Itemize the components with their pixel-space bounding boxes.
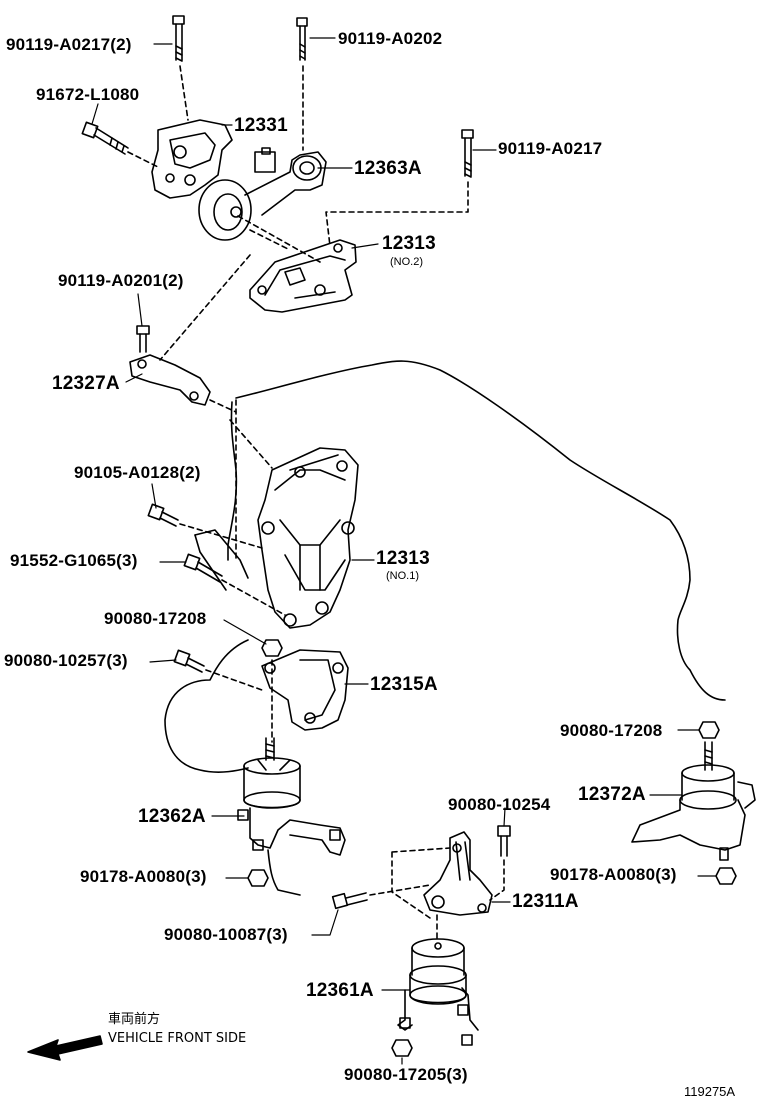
part-label-90119-a0217: 90119-A0217 [498, 139, 603, 158]
part-label-90178-a0080-3-right: 90178-A0080(3) [550, 865, 677, 884]
bracket-12313-no1 [257, 447, 359, 629]
mount-12362a [237, 737, 346, 856]
mount-12361a [397, 938, 479, 1046]
bolt-91672 [81, 121, 129, 155]
part-label-12313-no1-sub: (NO.1) [386, 570, 419, 582]
part-label-12311a: 12311A [512, 891, 579, 912]
nut-90178-left [247, 869, 269, 887]
figure-id: 119275A [684, 1084, 736, 1099]
vehicle-front-arrow [27, 1035, 103, 1061]
part-label-90119-a0202: 90119-A0202 [338, 29, 443, 48]
part-label-12362a: 12362A [138, 806, 206, 827]
part-label-90178-a0080-3-left: 90178-A0080(3) [80, 867, 207, 886]
bolt-91552 [183, 553, 223, 583]
bolt-top-left [172, 15, 185, 62]
nut-90080-17205 [391, 1039, 413, 1057]
bolt-90080-10254 [497, 825, 511, 857]
part-label-90080-17208-right: 90080-17208 [560, 721, 663, 740]
part-label-90080-17208-left: 90080-17208 [104, 609, 207, 628]
transmission-outline [164, 639, 301, 896]
part-label-12313-no1: 12313 [376, 548, 430, 569]
part-label-91672-l1080: 91672-L1080 [36, 85, 140, 104]
part-label-91552-g1065-3: 91552-G1065(3) [10, 551, 138, 570]
bracket-12315a [261, 649, 349, 731]
bracket-12331 [151, 119, 233, 199]
bracket-12311a [423, 831, 493, 916]
direction-label-jp: 車両前方 [108, 1012, 161, 1027]
part-label-12313-no2-sub: (NO.2) [390, 256, 423, 268]
part-label-90105-a0128-2: 90105-A0128(2) [74, 463, 201, 482]
bracket-12327a [129, 354, 211, 406]
part-label-90080-17205-3: 90080-17205(3) [344, 1065, 468, 1084]
part-label-90080-10087-3: 90080-10087(3) [164, 925, 288, 944]
nut-90080-17208-right [698, 721, 720, 739]
part-label-90080-10257-3: 90080-10257(3) [4, 651, 128, 670]
bolt-right-top [461, 129, 474, 178]
mount-12372a [631, 741, 756, 861]
direction-label-en: VEHICLE FRONT SIDE [108, 1031, 247, 1046]
part-label-12363a: 12363A [354, 158, 422, 179]
engine-outline [227, 360, 726, 701]
bolt-90080-10257 [173, 649, 205, 673]
bracket-12313-no2 [249, 239, 357, 313]
part-label-90080-10254: 90080-10254 [448, 795, 551, 814]
bolt-top-center [296, 17, 308, 61]
mount-12363a [198, 147, 327, 241]
part-label-12315a: 12315A [370, 674, 438, 695]
bolt-90105 [147, 503, 179, 527]
part-label-90119-a0201-2: 90119-A0201(2) [58, 271, 184, 290]
part-label-12361a: 12361A [306, 980, 374, 1001]
leader-lines [91, 37, 717, 1065]
bolt-90119-a0201 [136, 325, 150, 353]
nut-90080-17208-left [261, 639, 283, 657]
part-label-12327a: 12327A [52, 373, 120, 394]
part-label-12372a: 12372A [578, 784, 646, 805]
nut-90178-right [715, 867, 737, 885]
part-label-12331: 12331 [234, 115, 288, 136]
bolt-90080-10087 [331, 892, 368, 910]
part-label-12313-no2: 12313 [382, 233, 436, 254]
part-label-90119-a0217-2: 90119-A0217(2) [6, 35, 132, 54]
